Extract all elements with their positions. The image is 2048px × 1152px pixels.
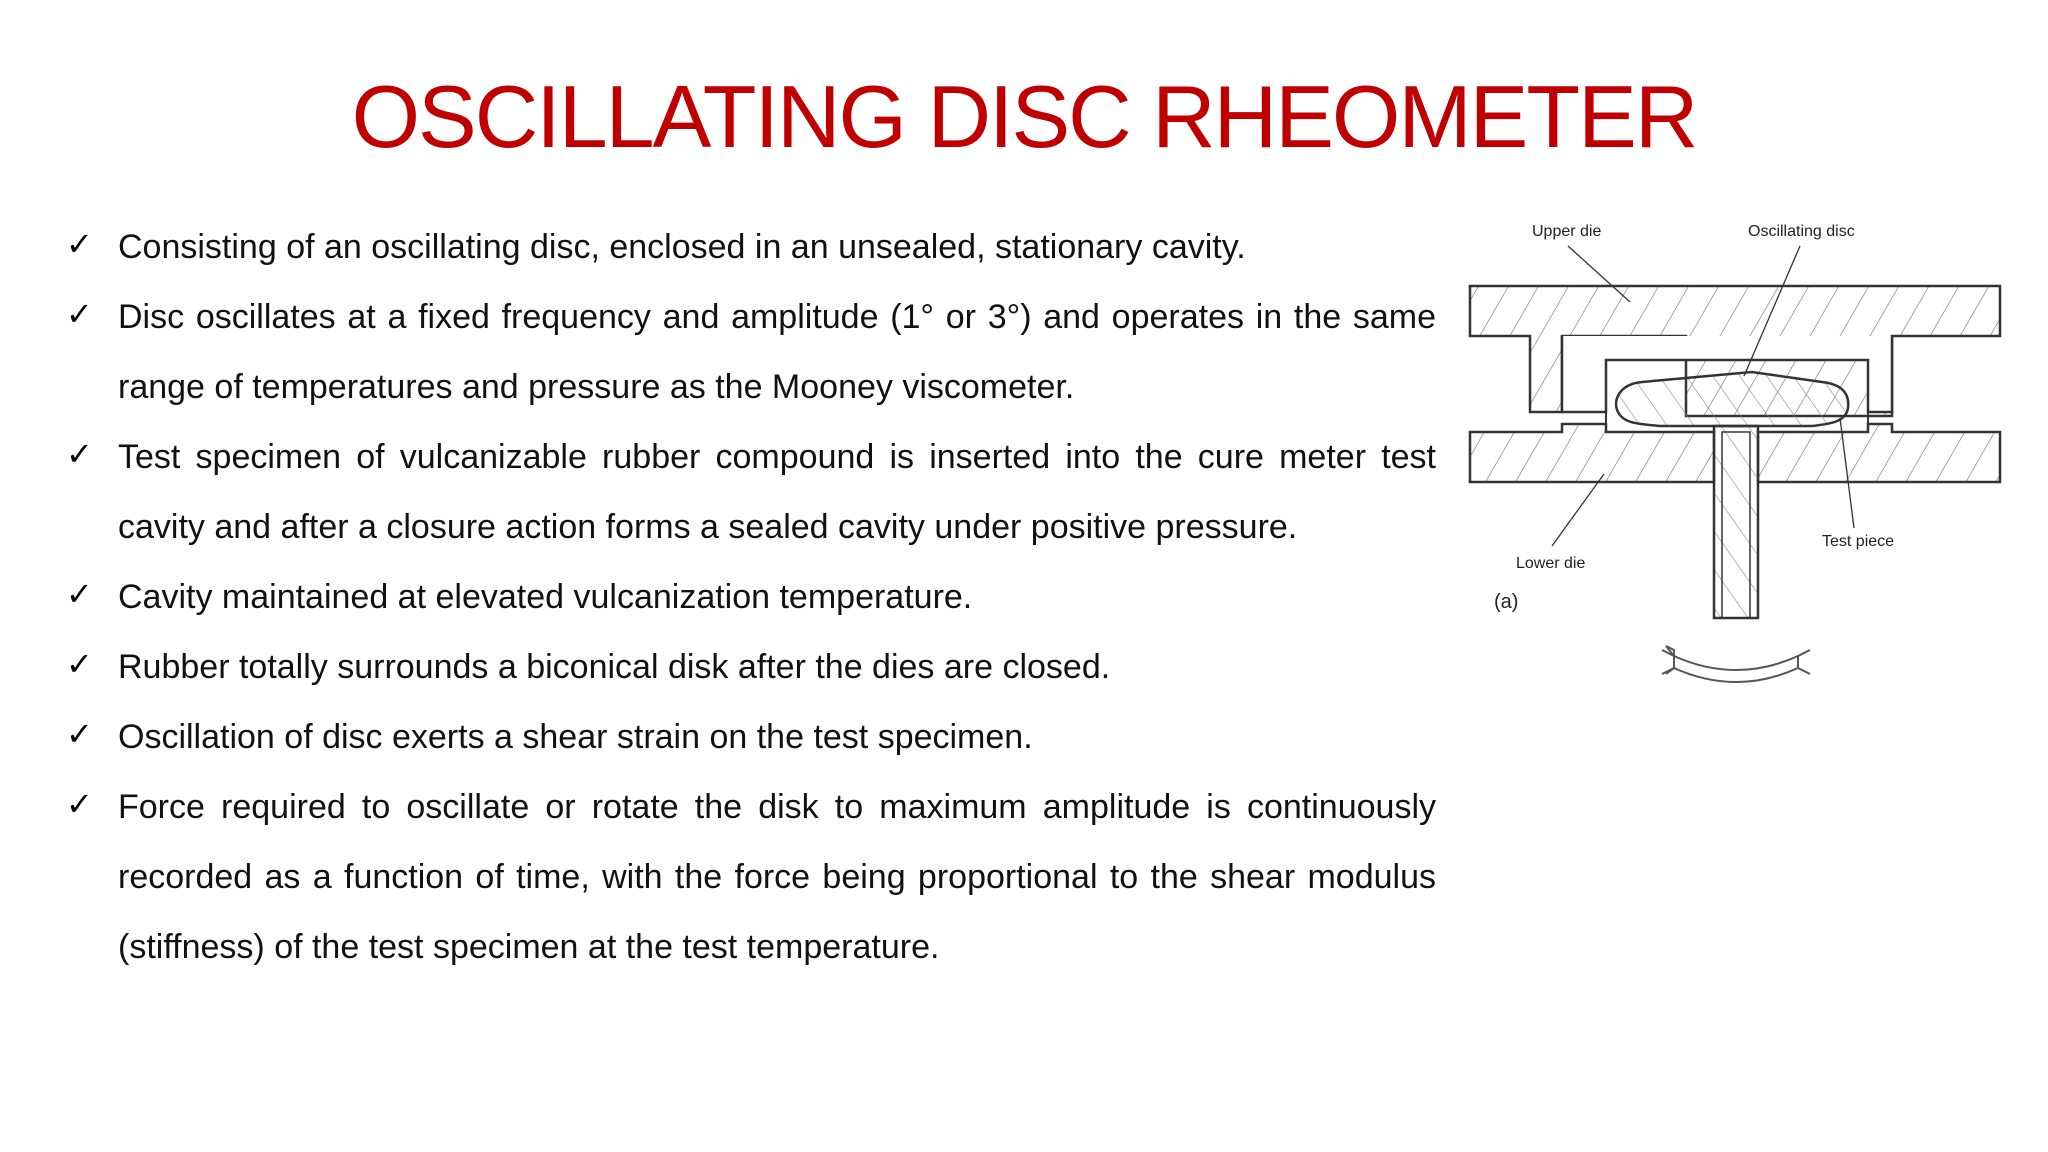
leader-test-piece <box>1839 417 1855 529</box>
checkmark-icon: ✓ <box>66 715 93 753</box>
checkmark-icon: ✓ <box>66 785 93 823</box>
cavity-outline <box>1605 412 1869 424</box>
bullet-text: Cavity maintained at elevated vulcanizat… <box>118 578 973 616</box>
bullet-text: Test specimen of vulcanizable rubber com… <box>118 438 1436 546</box>
label-upper-die: Upper die <box>1532 223 1601 240</box>
upper-die-recess <box>1560 336 1894 414</box>
label-lower-die: Lower die <box>1516 555 1585 572</box>
label-panel: (a) <box>1494 591 1518 613</box>
checkmark-icon: ✓ <box>66 575 93 613</box>
lower-die-right-shape <box>1756 422 2002 484</box>
rheometer-diagram: Upper die Oscillating disc Lower die Tes… <box>1462 210 2022 690</box>
checkmark-icon: ✓ <box>66 225 93 263</box>
bullet-text: Rubber totally surrounds a biconical dis… <box>118 648 1111 686</box>
checkmark-icon: ✓ <box>66 295 93 333</box>
bullet-item: ✓ Force required to oscillate or rotate … <box>66 772 1436 982</box>
bullet-text: Oscillation of disc exerts a shear strai… <box>118 718 1033 756</box>
bullet-text: Force required to oscillate or rotate th… <box>118 788 1436 966</box>
bullet-item: ✓ Test specimen of vulcanizable rubber c… <box>66 422 1436 562</box>
bullet-item: ✓ Cavity maintained at elevated vulcaniz… <box>66 562 1436 632</box>
bullet-text: Disc oscillates at a fixed frequency and… <box>118 298 1436 406</box>
rotor-shaft-shape <box>1712 424 1760 620</box>
oscillating-disc-shape <box>1614 370 1850 428</box>
leader-lower-die <box>1551 473 1605 547</box>
bullet-item: ✓ Rubber totally surrounds a biconical d… <box>66 632 1436 702</box>
checkmark-icon: ✓ <box>66 645 93 683</box>
checkmark-icon: ✓ <box>66 435 93 473</box>
bullet-item: ✓ Consisting of an oscillating disc, enc… <box>66 212 1436 282</box>
bullet-item: ✓ Oscillation of disc exerts a shear str… <box>66 702 1436 772</box>
rotor-shaft-outline <box>1721 431 1751 619</box>
bullet-item: ✓ Disc oscillates at a fixed frequency a… <box>66 282 1436 422</box>
rheometer-diagram-svg: Upper die Oscillating disc Lower die Tes… <box>1468 223 2002 683</box>
bullet-text: Consisting of an oscillating disc, enclo… <box>118 228 1246 266</box>
leader-oscillating-disc <box>1743 245 1801 377</box>
lower-die-left-shape <box>1468 422 1716 484</box>
oscillation-arrow-icon <box>1661 645 1811 683</box>
slide-title: OSCILLATING DISC RHEOMETER <box>351 67 1699 166</box>
leader-upper-die <box>1567 245 1631 303</box>
bullet-list: ✓ Consisting of an oscillating disc, enc… <box>66 212 1436 982</box>
label-test-piece: Test piece <box>1822 533 1894 550</box>
label-oscillating-disc: Oscillating disc <box>1748 223 1855 240</box>
